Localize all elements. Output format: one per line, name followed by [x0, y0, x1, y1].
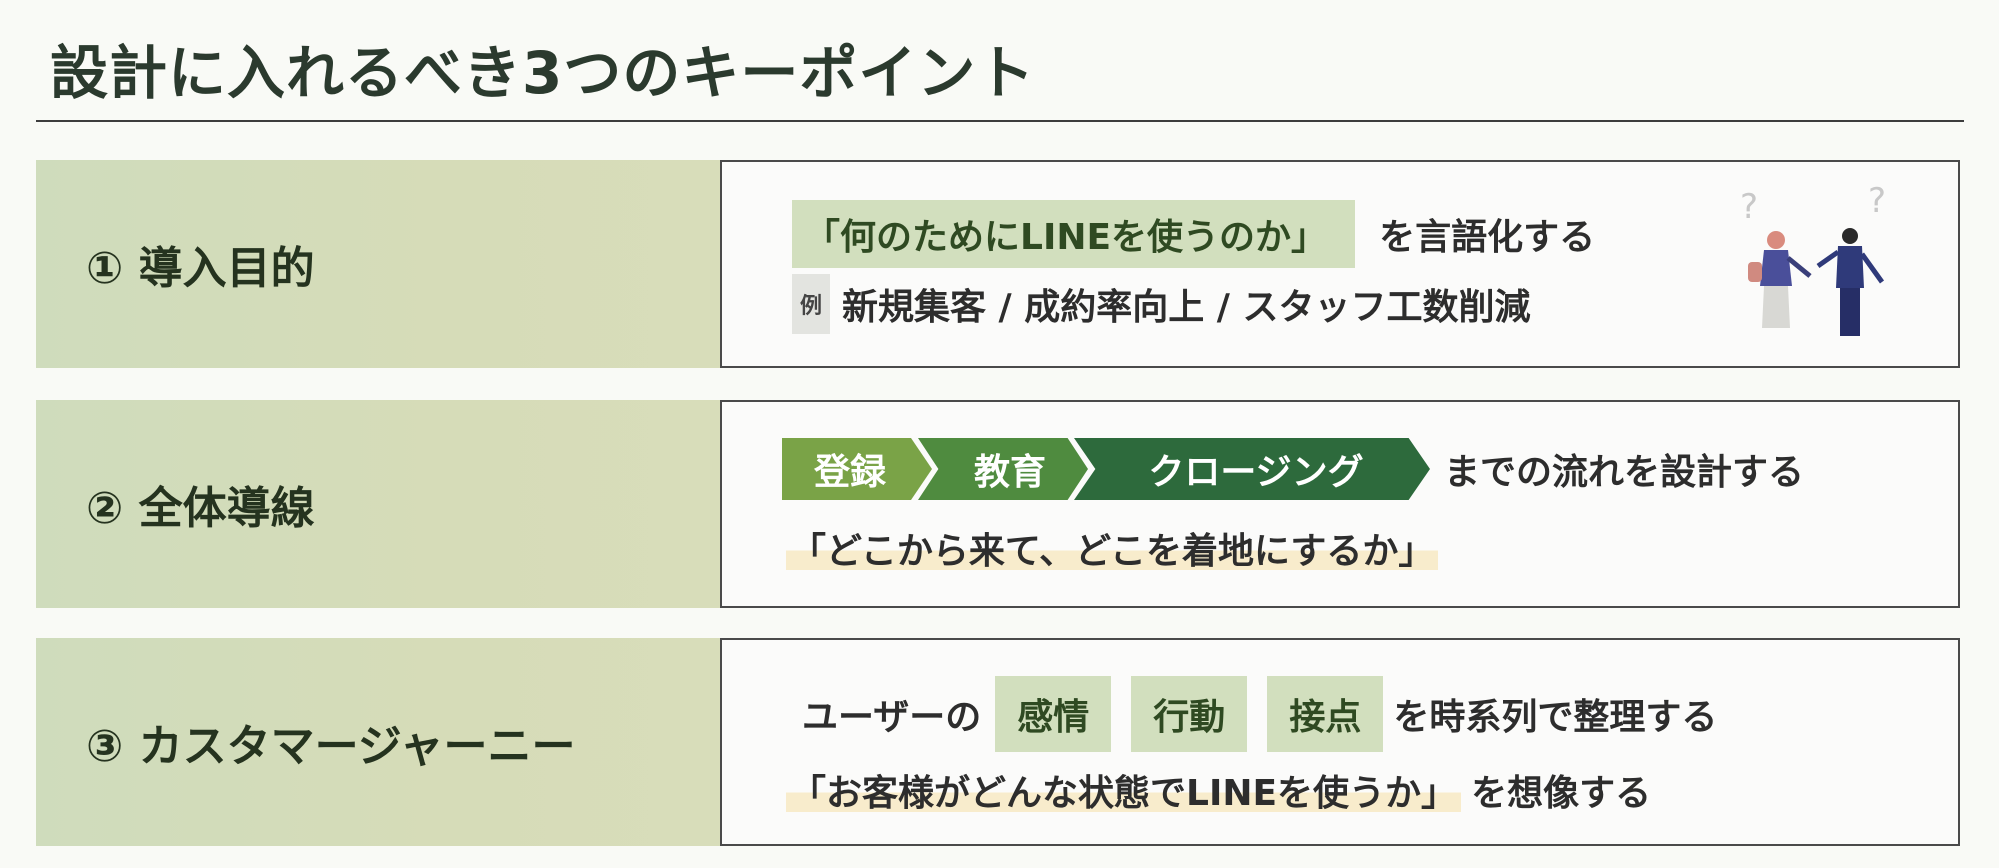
keypoint-content-panel: ユーザーの 感情 行動 接点 を時系列で整理する 「お客様がどんな状態でLINE…: [720, 638, 1960, 846]
tag-emotion: 感情: [995, 676, 1112, 752]
flow-question: 「どこから来て、どこを着地にするか」: [786, 522, 1439, 574]
keypoint-label: ② 全体導線: [86, 483, 315, 534]
flow-question-line: 「どこから来て、どこを着地にするか」: [786, 522, 1439, 574]
svg-text:?: ?: [1740, 187, 1758, 227]
flow-step-register: 登録: [782, 438, 932, 500]
purpose-text: を言語化する: [1379, 217, 1596, 258]
flow-line: 登録 教育 クロージング までの流れを設計する: [782, 438, 1804, 500]
two-people-question-marks-illustration: ? ?: [1740, 181, 1886, 336]
journey-imagine-suffix: を想像する: [1471, 773, 1652, 814]
example-text: 新規集客 / 成約率向上 / スタッフ工数削減: [842, 287, 1531, 328]
journey-prefix: ユーザーの: [802, 697, 982, 738]
keypoint-content-panel: 「何のためにLINEを使うのか」 を言語化する 例 新規集客 / 成約率向上 /…: [720, 160, 1960, 368]
keypoint-label-panel: ③ カスタマージャーニー: [36, 638, 720, 846]
flow-chevrons: 登録 教育 クロージング: [782, 438, 1430, 500]
svg-text:?: ?: [1868, 181, 1886, 221]
tag-action: 行動: [1131, 676, 1248, 752]
flow-step-education: 教育: [918, 438, 1088, 500]
journey-quote: 「お客様がどんな状態でLINEを使うか」: [786, 764, 1462, 816]
keypoint-label: ③ カスタマージャーニー: [86, 721, 576, 772]
keypoint-label-panel: ① 導入目的: [36, 160, 720, 368]
example-line: 例 新規集客 / 成約率向上 / スタッフ工数削減: [792, 274, 1530, 334]
keypoint-row-1: ① 導入目的 「何のためにLINEを使うのか」 を言語化する 例 新規集客 / …: [36, 160, 1960, 368]
journey-line: ユーザーの 感情 行動 接点 を時系列で整理する: [802, 676, 1717, 752]
purpose-line: 「何のためにLINEを使うのか」 を言語化する: [792, 200, 1595, 268]
flow-suffix: までの流れを設計する: [1444, 452, 1805, 493]
tag-touchpoint: 接点: [1267, 676, 1384, 752]
purpose-highlight: 「何のためにLINEを使うのか」: [792, 200, 1356, 268]
keypoint-row-3: ③ カスタマージャーニー ユーザーの 感情 行動 接点 を時系列で整理する 「お…: [36, 638, 1960, 846]
keypoint-row-2: ② 全体導線 登録 教育 クロージング までの流れを設計する 「どこから来て、ど…: [36, 400, 1960, 608]
keypoint-label-panel: ② 全体導線: [36, 400, 720, 608]
page-title: 設計に入れるべき3つのキーポイント: [50, 39, 1036, 107]
example-badge: 例: [792, 274, 831, 334]
keypoint-label: ① 導入目的: [86, 243, 315, 294]
journey-suffix: を時系列で整理する: [1393, 697, 1718, 738]
keypoint-content-panel: 登録 教育 クロージング までの流れを設計する 「どこから来て、どこを着地にする…: [720, 400, 1960, 608]
title-divider: [36, 120, 1964, 122]
journey-imagine-line: 「お客様がどんな状態でLINEを使うか」 を想像する: [786, 764, 1651, 816]
flow-step-closing: クロージング: [1074, 438, 1430, 500]
